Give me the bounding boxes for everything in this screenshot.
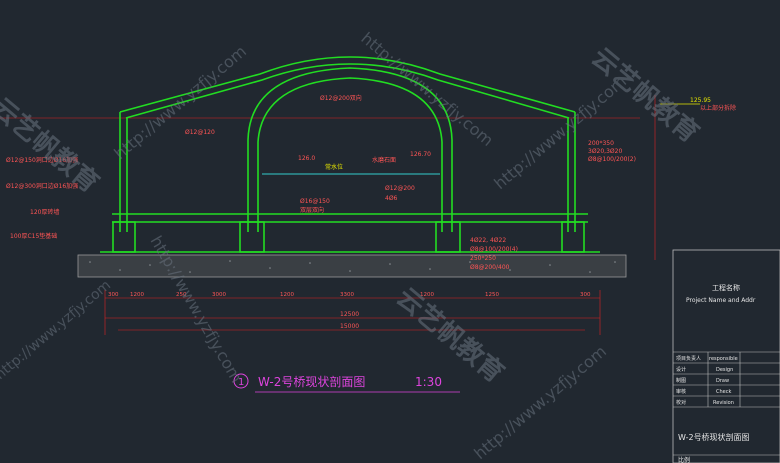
tb-row-1-cn: 设计 [676,366,686,373]
label-pile-rebar3: 250*250 [470,255,496,262]
label-rebar-right-mid2: 4Ø6 [385,195,398,202]
label-above-removed: 以上部分拆除 [700,104,736,112]
label-beam-size: 200*350 [588,140,614,147]
title-block [672,249,780,463]
dim-0: 300 [108,292,119,298]
watermark-url-6: http://www.yzfjy.com [0,277,114,383]
index-mark: 1 [238,377,244,388]
dim-3: 3000 [212,292,226,298]
dim-1: 1200 [130,292,144,298]
label-stone: 水磨石面 [372,156,396,164]
bridge-structure [100,56,600,253]
tb-row-4-en: Revision [713,400,734,406]
tb-row-0-en: responsible [709,356,738,362]
tb-row-3-en: Check [716,389,731,395]
dimension-row: 300 1200 250 3000 1200 3300 1200 1250 30… [108,292,591,298]
tb-row-0-cn: 项目负责人 [676,355,701,362]
tb-project-en: Project Name and Addr [686,297,756,304]
label-foundation: 100厚C15垫基础 [10,232,57,240]
watermark-url-3: http://www.yzfjy.com [490,72,630,193]
dim-mid: 12500 [340,311,359,318]
dimension-lines [104,290,601,335]
label-rebar-bottom: Ø16@150 [300,198,330,205]
tb-row-3-cn: 审核 [676,388,686,395]
label-level-left: 126.0 [298,155,315,162]
tb-bottom-label: 比例 [678,456,690,463]
dim-total: 15000 [340,323,359,330]
tb-row-2-cn: 制图 [676,377,686,384]
drawing-title: W-2号桥现状剖面图 [258,375,365,389]
watermark-url-2: http://www.yzfjy.com [357,29,497,150]
watermark-url-1: http://www.yzfjy.com [110,42,250,163]
ground-dots [89,260,616,273]
dim-6: 1200 [420,292,434,298]
dim-7: 1250 [485,292,499,298]
label-normal-water: 常水位 [325,163,343,171]
label-pile-rebar2: Ø8@100/200(4) [470,246,518,253]
tb-row-2-en: Draw [716,378,729,384]
watermark: 云艺帆教育 http://www.yzfjy.com http://www.yz… [0,29,705,463]
tb-project-cn: 工程名称 [712,283,740,292]
label-stirrup-left: Ø12@150洞口边Ø16加强 [6,156,78,164]
label-rebar-arch: Ø12@200双向 [320,94,362,102]
ground-hatch [77,254,627,278]
label-stirrup-left2: Ø12@300洞口边Ø16加强 [6,182,78,190]
label-rebar-bottom2: 双层双向 [300,206,324,214]
label-pile-rebar4: Ø8@200/400 [470,264,510,271]
drawing-scale: 1:30 [415,375,442,389]
dim-2: 250 [176,292,187,298]
label-rebar-main: Ø12@120 [185,129,215,136]
label-pile-rebar1: 4Ø22, 4Ø22 [470,237,506,244]
dim-4: 1200 [280,292,294,298]
dim-5: 3300 [340,292,354,298]
label-level-mid: 126.70 [410,151,431,158]
tb-row-1-en: Design [716,367,733,373]
tb-row-4-cn: 校对 [676,399,686,406]
label-level-right: 125.95 [690,97,711,104]
label-slab: 120厚砖墙 [30,208,59,216]
label-beam-rebar1: 3Ø20,3Ø20 [588,148,622,155]
index-circle [233,373,249,389]
tb-drawing-name: W-2号桥现状剖面图 [678,432,750,442]
label-beam-rebar2: Ø8@100/200(2) [588,156,636,163]
label-rebar-right-mid: Ø12@200 [385,185,415,192]
dim-8: 300 [580,292,591,298]
